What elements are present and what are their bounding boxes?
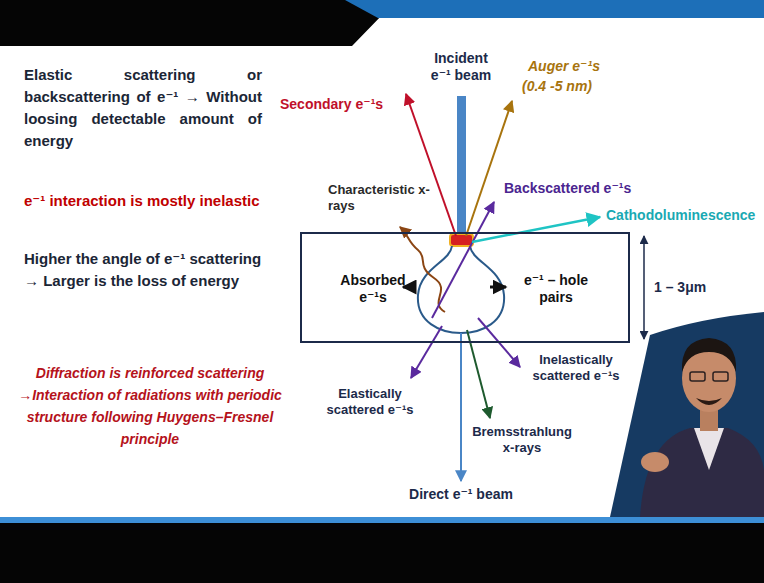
presenter-hand [641, 452, 669, 472]
presenter-glasses [690, 372, 705, 381]
incident-beam [457, 96, 466, 232]
note-text: Higher the angle of e⁻¹ scattering → Lar… [24, 248, 278, 292]
presenter-hair [682, 338, 736, 372]
region-label: Absorbed e⁻¹s [336, 272, 410, 306]
presenter-glasses [713, 372, 728, 381]
signal-label: Auger e⁻¹s [528, 58, 600, 75]
note-text: Diffraction is reinforced scattering →In… [8, 362, 292, 450]
secondary-electron-arrow [406, 94, 456, 236]
signal-label: Characteristic x-rays [328, 182, 430, 214]
presenter-shirt [694, 428, 724, 470]
top-accent [345, 0, 764, 18]
bremsstrahlung-arrow [467, 330, 490, 418]
direct-beam-arrow [460, 333, 462, 481]
dimension-label: 1 – 3μm [654, 279, 706, 296]
signal-label: Inelastically scattered e⁻¹s [524, 352, 628, 384]
signal-label: Direct e⁻¹ beam [386, 486, 536, 503]
specimen-box: Absorbed e⁻¹s e⁻¹ – hole pairs [300, 232, 630, 343]
presenter-suit [640, 428, 764, 517]
auger-electron-arrow [466, 101, 512, 236]
thickness-dimension [643, 236, 645, 339]
region-label: e⁻¹ – hole pairs [510, 272, 602, 306]
signal-label: Cathodoluminescence [606, 207, 755, 224]
signal-label: (0.4 -5 nm) [522, 78, 592, 95]
signal-label: Backscattered e⁻¹s [504, 180, 631, 197]
note-text: e⁻¹ interaction is mostly inelastic [24, 190, 280, 212]
backscatter-arrow [432, 202, 494, 318]
beam-spot [450, 234, 473, 246]
note-text: Elastic scattering or backscattering of … [24, 64, 262, 152]
cathodoluminescence-arrow [472, 217, 600, 242]
signal-label: Elastically scattered e⁻¹s [316, 386, 424, 418]
presenter-backdrop [610, 312, 764, 517]
bottom-stripe [0, 517, 764, 523]
hole-pair-arrow [490, 286, 506, 289]
elastic-arrow [411, 326, 442, 378]
presenter-beard [696, 398, 722, 405]
bottom-band [0, 523, 764, 583]
signal-label: Incident e⁻¹ beam [424, 50, 498, 84]
interaction-volume [418, 246, 504, 333]
signal-label: Secondary e⁻¹s [280, 96, 383, 113]
characteristic-xray-wave [400, 227, 445, 312]
top-band [0, 0, 764, 46]
signal-label: Bremsstrahlung x-rays [470, 424, 574, 456]
